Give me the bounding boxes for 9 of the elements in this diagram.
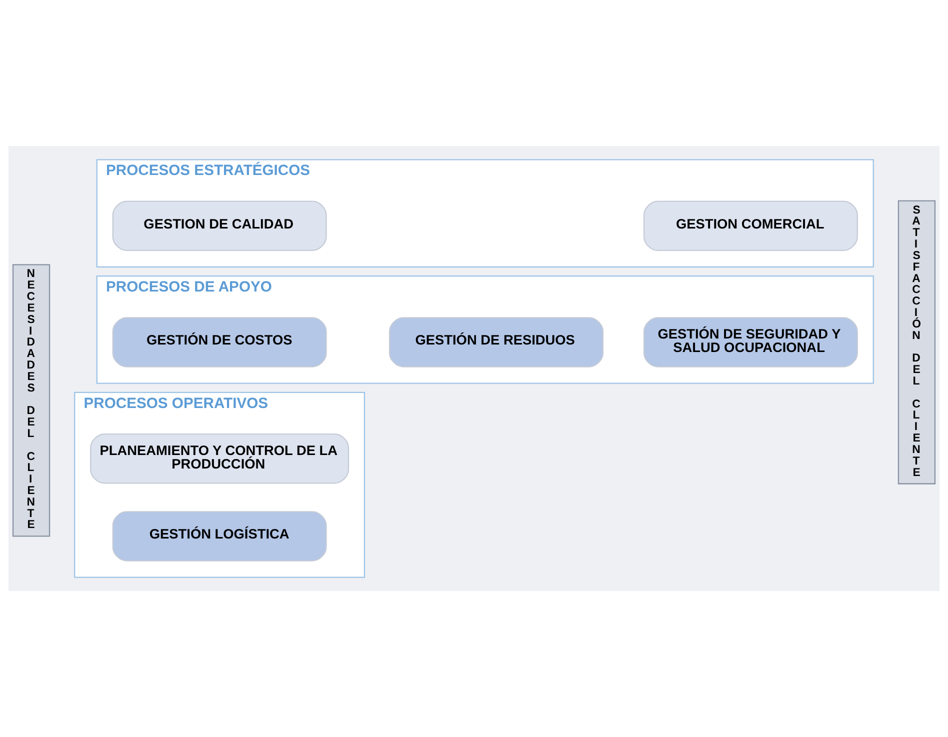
node-box: SATISFACCIÓN DEL CLIENTE (898, 200, 936, 484)
node-box: GESTION COMERCIAL (643, 200, 858, 251)
node-box: GESTIÓN LOGÍSTICA (112, 511, 327, 562)
node-box: GESTIÓN DE SEGURIDAD Y SALUD OCUPACIONAL (643, 317, 858, 368)
node-box: GESTIÓN DE RESIDUOS (389, 317, 604, 368)
node-box: GESTION DE CALIDAD (112, 200, 327, 251)
node-box: GESTIÓN DE COSTOS (112, 317, 327, 368)
node-box: NECESIDADES DEL CLIENTE (12, 264, 50, 537)
node-box: PLANEAMIENTO Y CONTROL DE LA PRODUCCIÓN (90, 434, 350, 484)
